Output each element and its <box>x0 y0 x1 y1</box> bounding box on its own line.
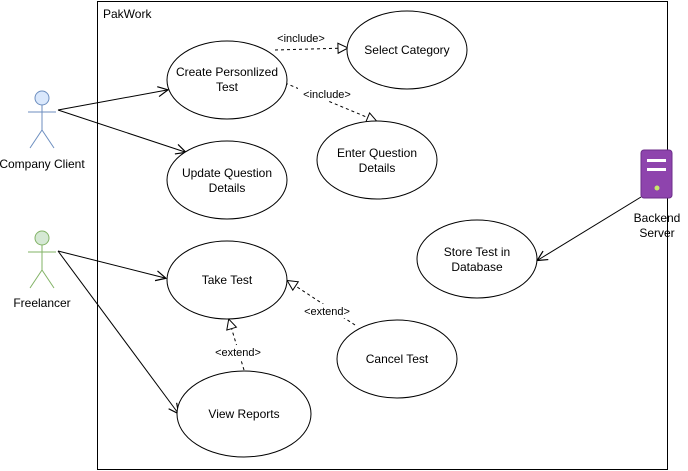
use-case-update-details[interactable]: Update Question Details <box>166 140 288 220</box>
stick-figure-icon <box>28 90 56 149</box>
use-case-label: Details <box>359 161 396 175</box>
include-select-category <box>274 48 347 50</box>
actor-label: Freelancer <box>13 296 70 310</box>
use-case-label: Store Test in <box>444 245 510 259</box>
actor-backend-server[interactable]: Backend Server <box>634 149 681 240</box>
assoc-client-create-test <box>57 90 167 111</box>
assoc-client-update-details <box>57 109 185 152</box>
use-case-store-test[interactable]: Store Test in Database <box>416 219 538 299</box>
use-case-label: View Reports <box>208 407 279 421</box>
use-case-label: Take Test <box>202 273 253 287</box>
use-case-cancel-test[interactable]: Cancel Test <box>336 319 458 399</box>
assoc-server-store-test <box>538 196 642 260</box>
actor-label: Backend <box>634 211 681 225</box>
actor-company-client[interactable]: Company Client <box>0 90 85 171</box>
use-case-create-test[interactable]: Create Personlized Test <box>166 40 288 120</box>
stick-figure-icon <box>28 230 56 289</box>
use-case-label: Test <box>216 80 239 94</box>
use-case-label: Cancel Test <box>366 352 429 366</box>
use-case-select-category[interactable]: Select Category <box>346 10 468 90</box>
server-icon <box>640 149 673 199</box>
use-case-label: Create Personlized <box>176 65 278 79</box>
extend-label-1: <extend> <box>304 306 350 318</box>
use-case-take-test[interactable]: Take Test <box>166 240 288 320</box>
include-label-2: <include> <box>303 89 351 101</box>
use-case-label: Database <box>451 260 503 274</box>
assoc-freelancer-take-test <box>57 250 165 278</box>
use-case-label: Select Category <box>364 43 449 57</box>
use-case-label: Details <box>209 181 246 195</box>
system-name: PakWork <box>103 7 152 21</box>
include-enter-details <box>284 82 376 121</box>
actor-label: Company Client <box>0 157 85 171</box>
actor-freelancer[interactable]: Freelancer <box>13 230 71 310</box>
actor-label: Server <box>639 226 674 240</box>
include-label-1: <include> <box>277 33 325 45</box>
use-case-enter-details[interactable]: Enter Question Details <box>316 120 438 200</box>
assoc-freelancer-view-reports <box>57 250 178 413</box>
use-case-label: Update Question <box>182 166 272 180</box>
extend-label-2: <extend> <box>215 347 261 359</box>
use-case-label: Enter Question <box>337 146 417 160</box>
use-case-view-reports[interactable]: View Reports <box>176 370 312 458</box>
